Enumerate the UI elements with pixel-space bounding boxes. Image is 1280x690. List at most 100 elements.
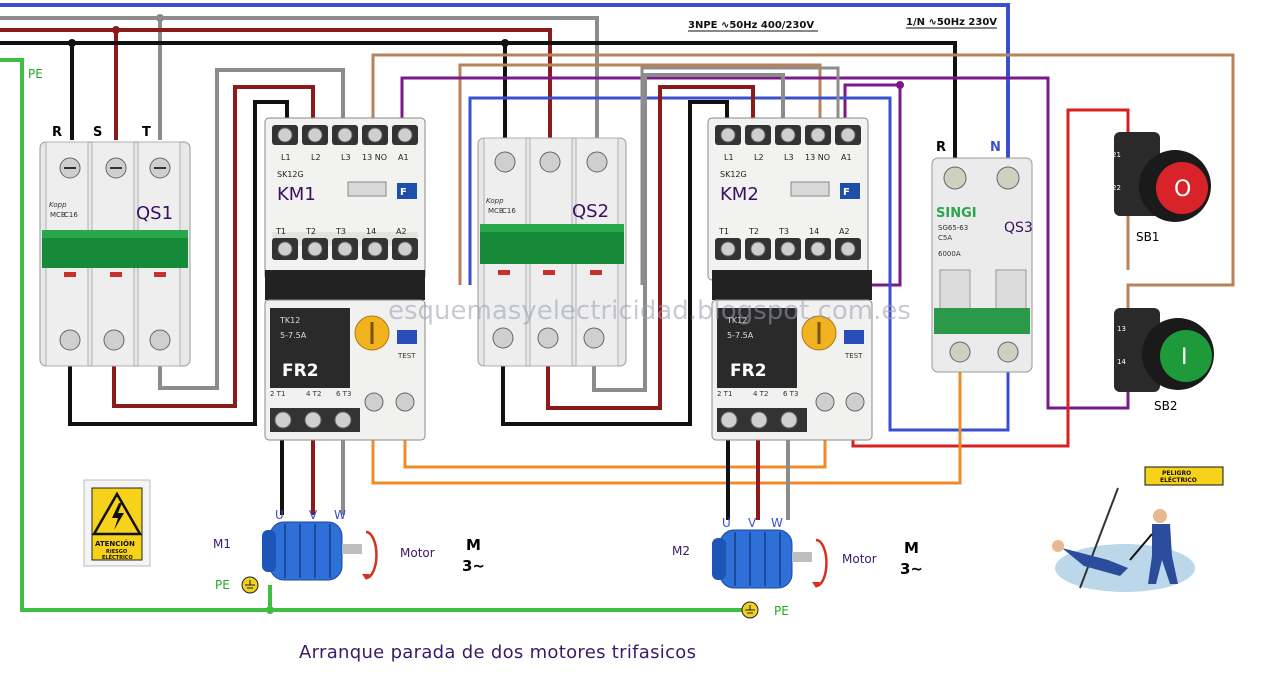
sb2-term-14: 14 [1117,358,1126,366]
km1-b-t1: T1 [275,227,286,236]
km1-b-14: 14 [366,227,376,236]
overload-relay-fr2-m2[interactable]: TK12 5-7.5A FR2 TEST 2 T1 4 T2 6 T3 [711,270,873,441]
wire-qs1-l2 [112,85,315,408]
wire-qs2-l1 [501,100,729,426]
km1-b-t3: T3 [335,227,346,236]
km1-b-t2: T2 [305,227,316,236]
qs2-type: MCB [488,207,504,215]
warning-line3: ELÉCTRICO [102,553,133,561]
breaker-qs3[interactable]: R N SINGI QS3 SG65-63 C5A 6000A [931,140,1033,373]
qs3-brand: SINGI [936,206,977,221]
sb1-name: SB1 [1136,230,1159,244]
qs3-label-r: R [936,140,946,155]
start-button[interactable] [1160,330,1212,382]
fr2b-name: FR2 [730,361,767,381]
fr2b-test-button[interactable] [844,330,864,344]
m2-type-label: Motor [842,552,877,566]
overload-relay-fr2-m1[interactable]: TK12 5-7.5A FR2 TEST 2 T1 4 T2 6 T3 [264,270,426,441]
qs1-brand: Kopp [49,201,67,209]
m1-symbol: M [466,536,481,554]
sb2-term-13: 13 [1117,325,1126,333]
danger-line1: PELIGRO [1162,470,1191,477]
danger-illustration: PELIGRO ELÉCTRICO [1052,466,1224,592]
km1-t-l3: L3 [341,153,351,162]
wire-control-orange [371,370,962,485]
qs2-name: QS2 [572,201,609,222]
motor-m1[interactable]: U V W M1 Motor M 3~ PE [213,508,485,594]
qs1-name: QS1 [136,203,173,224]
wire-pe-bus [0,58,750,612]
contactor-km1[interactable]: L1 L2 L3 13 NO A1 SK12G KM1 F T1 T2 T3 1… [264,117,426,281]
m1-pe-label: PE [215,578,230,592]
qs3-toggle[interactable] [934,308,1030,334]
pushbutton-sb2[interactable]: 13 14 I SB2 [1114,308,1214,413]
fr2a-t3: 6 T3 [336,390,351,398]
qs1-type: MCB [50,211,66,219]
fr2b-model: TK12 [726,316,747,325]
wire-phase-r-bus [0,41,957,158]
wire-phase-s-bus [0,28,552,140]
wire-control-grey [640,66,840,285]
km1-t-l2: L2 [311,153,321,162]
warning-sign: ATENCIÓN RIESGO ELÉCTRICO [83,479,151,567]
supply-single-phase-label: 1/N ∿50Hz 230V [906,17,997,28]
sb1-term-21: 21 [1112,151,1121,159]
fr2b-t1: 2 T1 [717,390,732,398]
m1-term-v: V [309,508,318,522]
fr2a-model: TK12 [279,316,300,325]
pe-label: PE [28,67,43,81]
stop-button[interactable] [1156,162,1208,214]
fr2a-test-button[interactable] [397,330,417,344]
km2-b-a2: A2 [839,227,850,236]
power-wiring [68,68,790,520]
qs1-label-r: R [52,125,62,140]
wire-qs2-l3 [592,73,785,392]
qs3-label-n: N [990,140,1001,155]
fallen-worker-icon [1062,548,1128,576]
contactor-km2[interactable]: L1 L2 L3 13 NO A1 SK12G KM2 F T1 T2 T3 1… [707,117,869,281]
m2-name: M2 [672,544,690,558]
m2-phases: 3~ [900,560,923,578]
warning-line1: ATENCIÓN [95,539,135,548]
wire-neutral-bus [0,3,1010,158]
motor-m2[interactable]: U V W M2 Motor M 3~ PE [672,516,923,619]
wire-qs1-l1 [68,100,289,426]
qs2-brand: Kopp [486,197,504,205]
m1-term-u: U [275,508,284,522]
supply-bus [0,3,1010,614]
pe-node [266,606,274,614]
breaker-qs2[interactable]: Kopp MCB C16 QS2 [477,137,627,367]
km1-b-a2: A2 [396,227,407,236]
km2-t-13no: 13 NO [805,153,830,162]
start-button-symbol: I [1181,345,1188,370]
m2-term-u: U [722,516,731,530]
danger-line2: ELÉCTRICO [1160,476,1197,484]
km2-t-a1: A1 [841,153,852,162]
km2-b-t1: T1 [718,227,729,236]
wire-qs2-l2 [546,85,755,410]
m1-type-label: Motor [400,546,435,560]
sb2-name: SB2 [1154,399,1177,413]
km2-b-14: 14 [809,227,819,236]
warning-line2: RIESGO [106,549,127,555]
km2-t-l1: L1 [724,153,734,162]
watermark: esquemasyelectricidad.blogspot.com.es [388,296,911,326]
fr2b-range: 5-7.5A [727,331,754,340]
km2-b-t3: T3 [778,227,789,236]
km2-b-t2: T2 [748,227,759,236]
diagram-caption: Arranque parada de dos motores trifasico… [299,642,696,663]
km2-model: SK12G [720,170,747,179]
wire-qs1-l3 [158,68,345,390]
svg-text:F: F [400,187,407,198]
km1-model: SK12G [277,170,304,179]
breaker-qs1[interactable]: R S T Kopp MCB C16 QS1 [39,125,191,367]
fr2a-name: FR2 [282,361,319,381]
km1-name: KM1 [277,184,316,205]
km2-t-l3: L3 [784,153,794,162]
pushbutton-sb1[interactable]: 21 22 O SB1 [1112,132,1211,244]
qs1-label-t: T [142,125,151,140]
wire-control-purple [400,76,1130,410]
m1-phases: 3~ [462,557,485,575]
